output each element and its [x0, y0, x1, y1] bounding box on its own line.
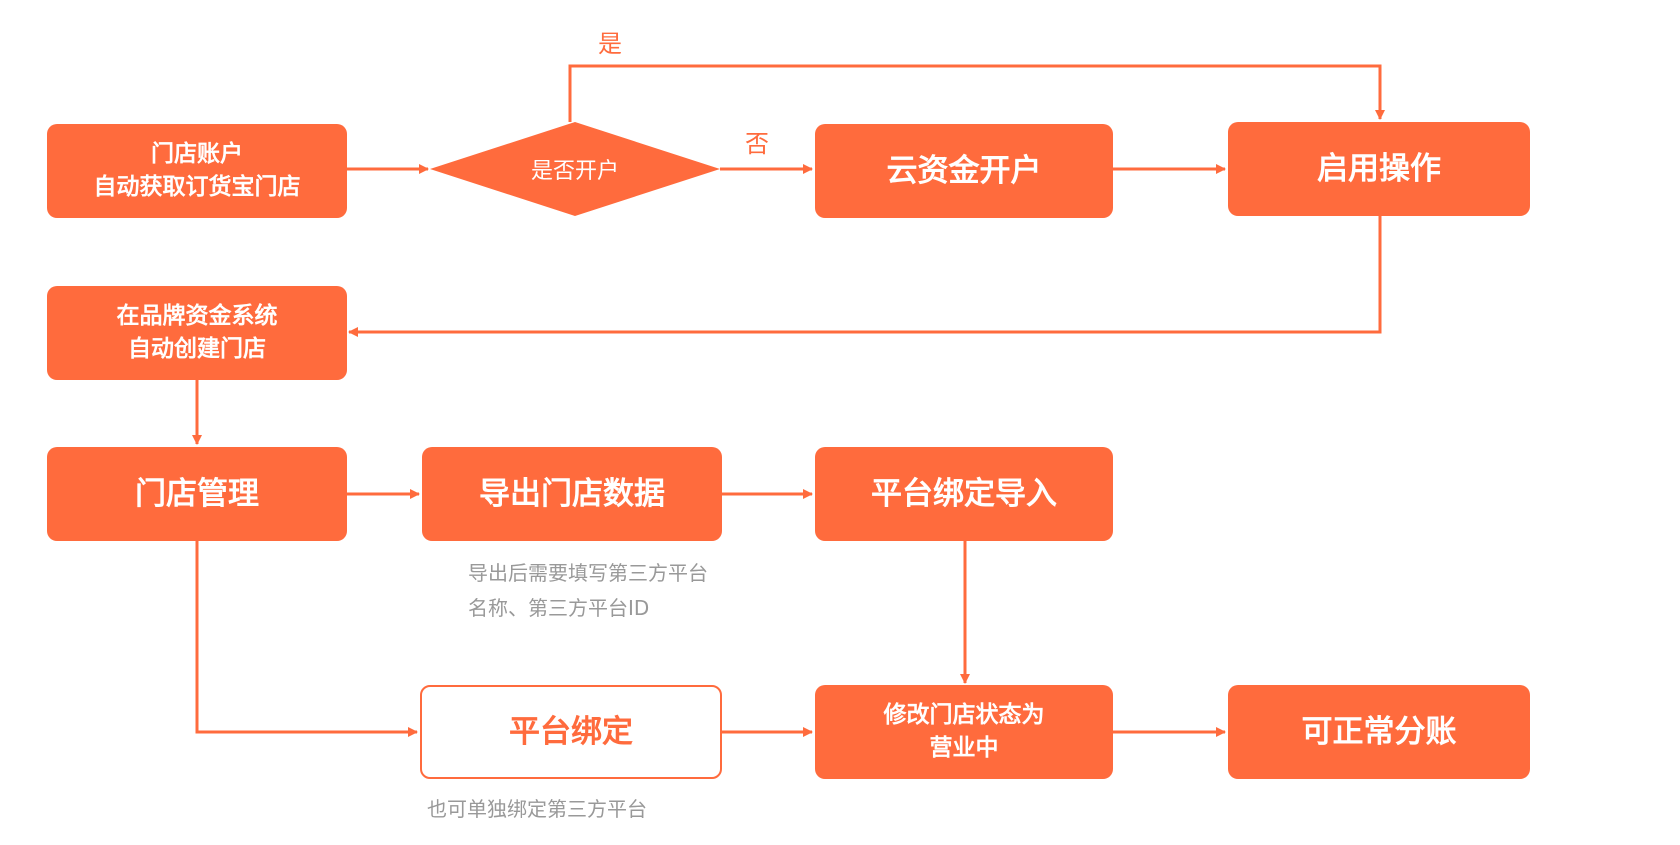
export-note: 导出后需要填写第三方平台 名称、第三方平台ID — [468, 556, 708, 626]
change-store-status-line-1: 修改门店状态为 — [883, 701, 1045, 728]
platform-bind-label: 平台绑定 — [509, 713, 633, 750]
export-note-line-2: 名称、第三方平台ID — [468, 596, 650, 620]
bind-note: 也可单独绑定第三方平台 — [427, 797, 647, 821]
arrow-management-to-bind — [195, 541, 418, 737]
store-management-label: 门店管理 — [135, 475, 259, 512]
cloud-fund-account-label: 云资金开户 — [886, 152, 1042, 189]
store-management-node: 门店管理 — [47, 447, 347, 541]
cloud-fund-account-node: 云资金开户 — [815, 124, 1113, 218]
export-note-line-1: 导出后需要填写第三方平台 — [468, 561, 708, 585]
store-account-line-2: 自动获取订货宝门店 — [93, 174, 301, 200]
platform-bind-import-node: 平台绑定导入 — [815, 447, 1113, 541]
brand-fund-system-line-2: 自动创建门店 — [128, 336, 266, 362]
edge-label-no: 否 — [745, 130, 769, 158]
export-store-data-node: 导出门店数据 — [422, 447, 722, 541]
store-account-line-1: 门店账户 — [151, 140, 243, 167]
normal-split-node: 可正常分账 — [1228, 685, 1530, 779]
normal-split-label: 可正常分账 — [1301, 713, 1457, 750]
decision-diamond — [430, 122, 720, 216]
change-store-status-line-2: 营业中 — [929, 735, 999, 761]
change-store-status-node: 修改门店状态为 营业中 — [815, 685, 1113, 779]
edge-label-yes: 是 — [598, 30, 622, 58]
enable-operation-label: 启用操作 — [1317, 150, 1441, 187]
enable-operation-node: 启用操作 — [1228, 122, 1530, 216]
brand-fund-system-node: 在品牌资金系统 自动创建门店 — [47, 286, 347, 380]
store-account-node: 门店账户 自动获取订货宝门店 — [47, 124, 347, 218]
arrow-decision-yes — [568, 64, 1385, 122]
brand-fund-system-line-1: 在品牌资金系统 — [116, 302, 278, 329]
decision-label: 是否开户 — [530, 159, 619, 184]
export-store-data-label: 导出门店数据 — [479, 475, 665, 512]
platform-bind-import-label: 平台绑定导入 — [871, 475, 1057, 512]
platform-bind-node: 平台绑定 — [420, 685, 722, 779]
arrow-enable-to-brand — [348, 216, 1382, 337]
